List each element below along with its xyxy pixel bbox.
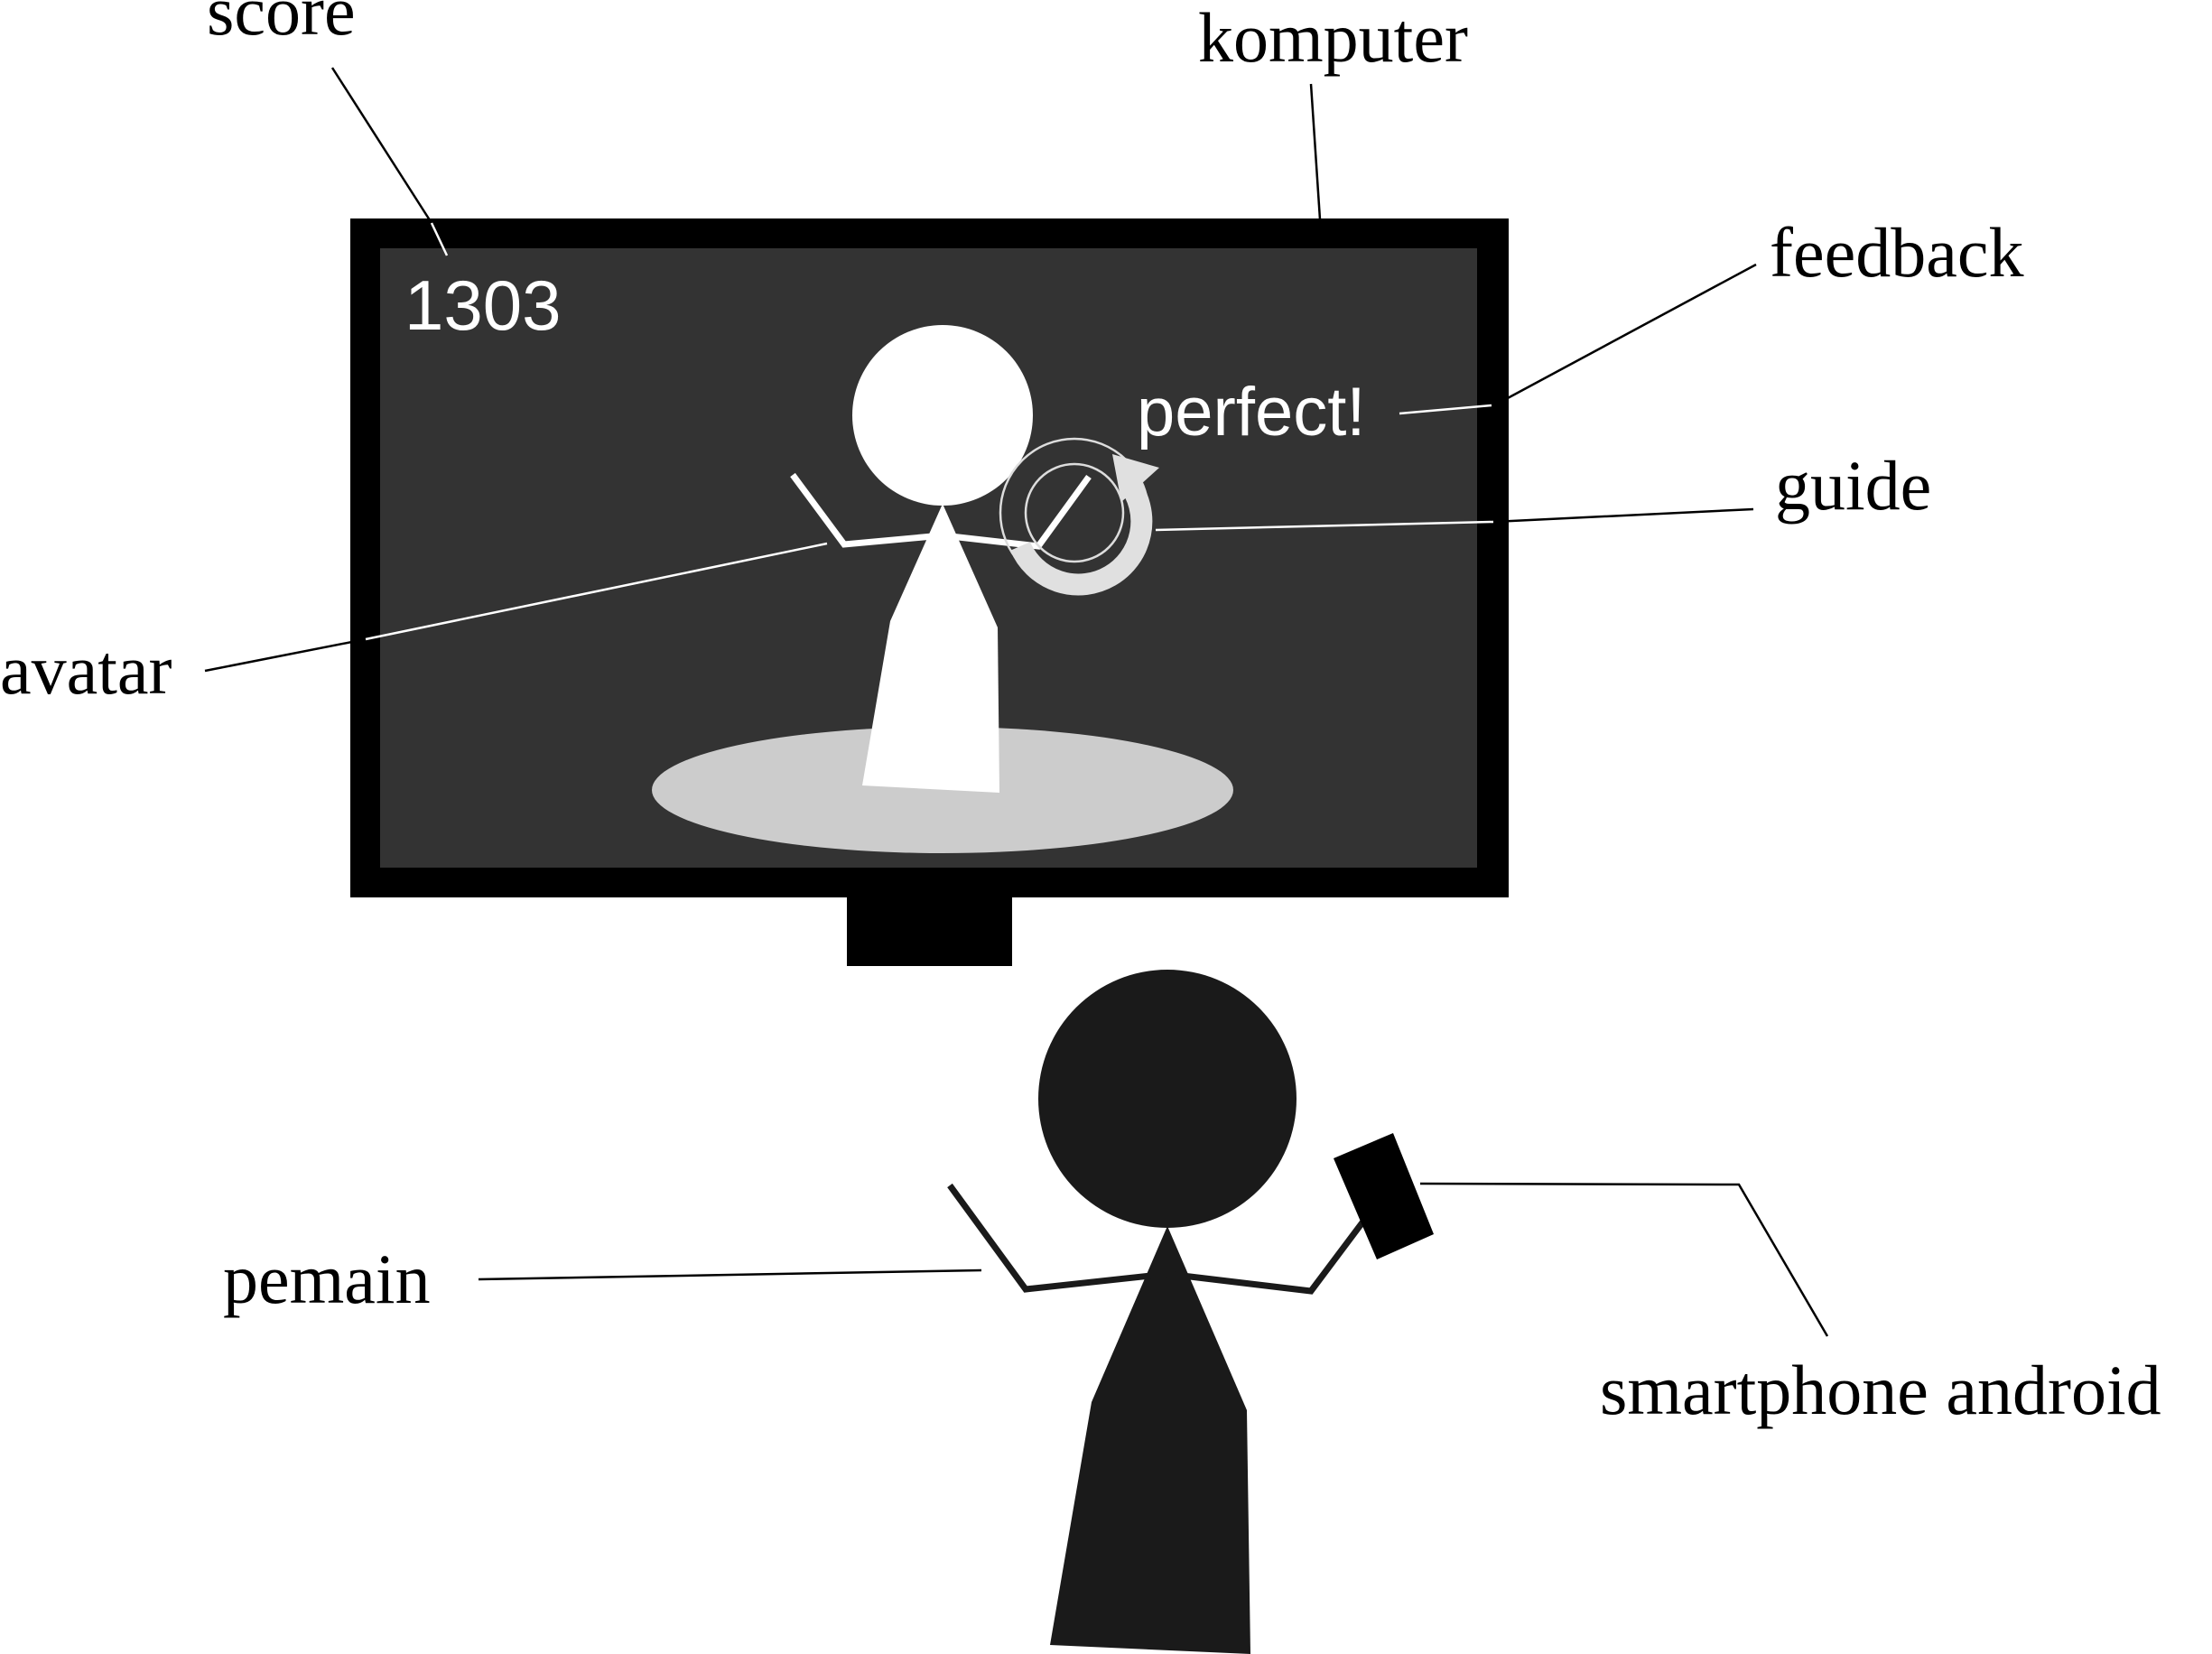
- leader-feedback-inner: [1399, 404, 1492, 415]
- player-body: [1050, 1226, 1250, 1654]
- label-guide: guide: [1775, 446, 1931, 525]
- label-feedback: feedback: [1770, 213, 2023, 292]
- leader-smartphone: [1419, 1182, 1829, 1337]
- leader-pemain: [478, 1268, 982, 1281]
- guide-inner-ring: [1024, 462, 1125, 563]
- leader-guide: [1492, 507, 1754, 524]
- avatar-platform: [652, 727, 1233, 853]
- leader-guide-inner: [1155, 520, 1494, 532]
- player-left-arm: [947, 1183, 1168, 1293]
- label-komputer: komputer: [1198, 0, 1468, 77]
- smartphone-device: [1334, 1133, 1434, 1259]
- leader-score: [330, 67, 433, 224]
- player-right-arm: [1166, 1187, 1389, 1295]
- avatar-figure: [790, 325, 1092, 793]
- leader-avatar: [204, 637, 367, 673]
- guide-arc: [1009, 476, 1153, 596]
- leader-avatar-inner: [365, 542, 828, 641]
- guide-indicator: [999, 437, 1159, 596]
- leader-feedback: [1505, 263, 1757, 401]
- refresh-arrow-icon: [1112, 454, 1159, 502]
- player-head: [1038, 970, 1297, 1228]
- label-smartphone: smartphone android: [1600, 1351, 2161, 1429]
- score-value: 1303: [404, 265, 562, 345]
- avatar-left-arm: [790, 472, 943, 548]
- label-pemain: pemain: [223, 1240, 431, 1318]
- player-figure: [947, 970, 1389, 1654]
- leader-komputer: [1309, 83, 1322, 220]
- feedback-text: perfect!: [1137, 374, 1365, 451]
- leader-score-inner: [430, 222, 449, 256]
- label-avatar: avatar: [0, 630, 172, 709]
- monitor-stand: [847, 897, 1012, 966]
- label-score: score: [207, 0, 356, 50]
- avatar-head: [852, 325, 1033, 506]
- avatar-body: [862, 504, 999, 793]
